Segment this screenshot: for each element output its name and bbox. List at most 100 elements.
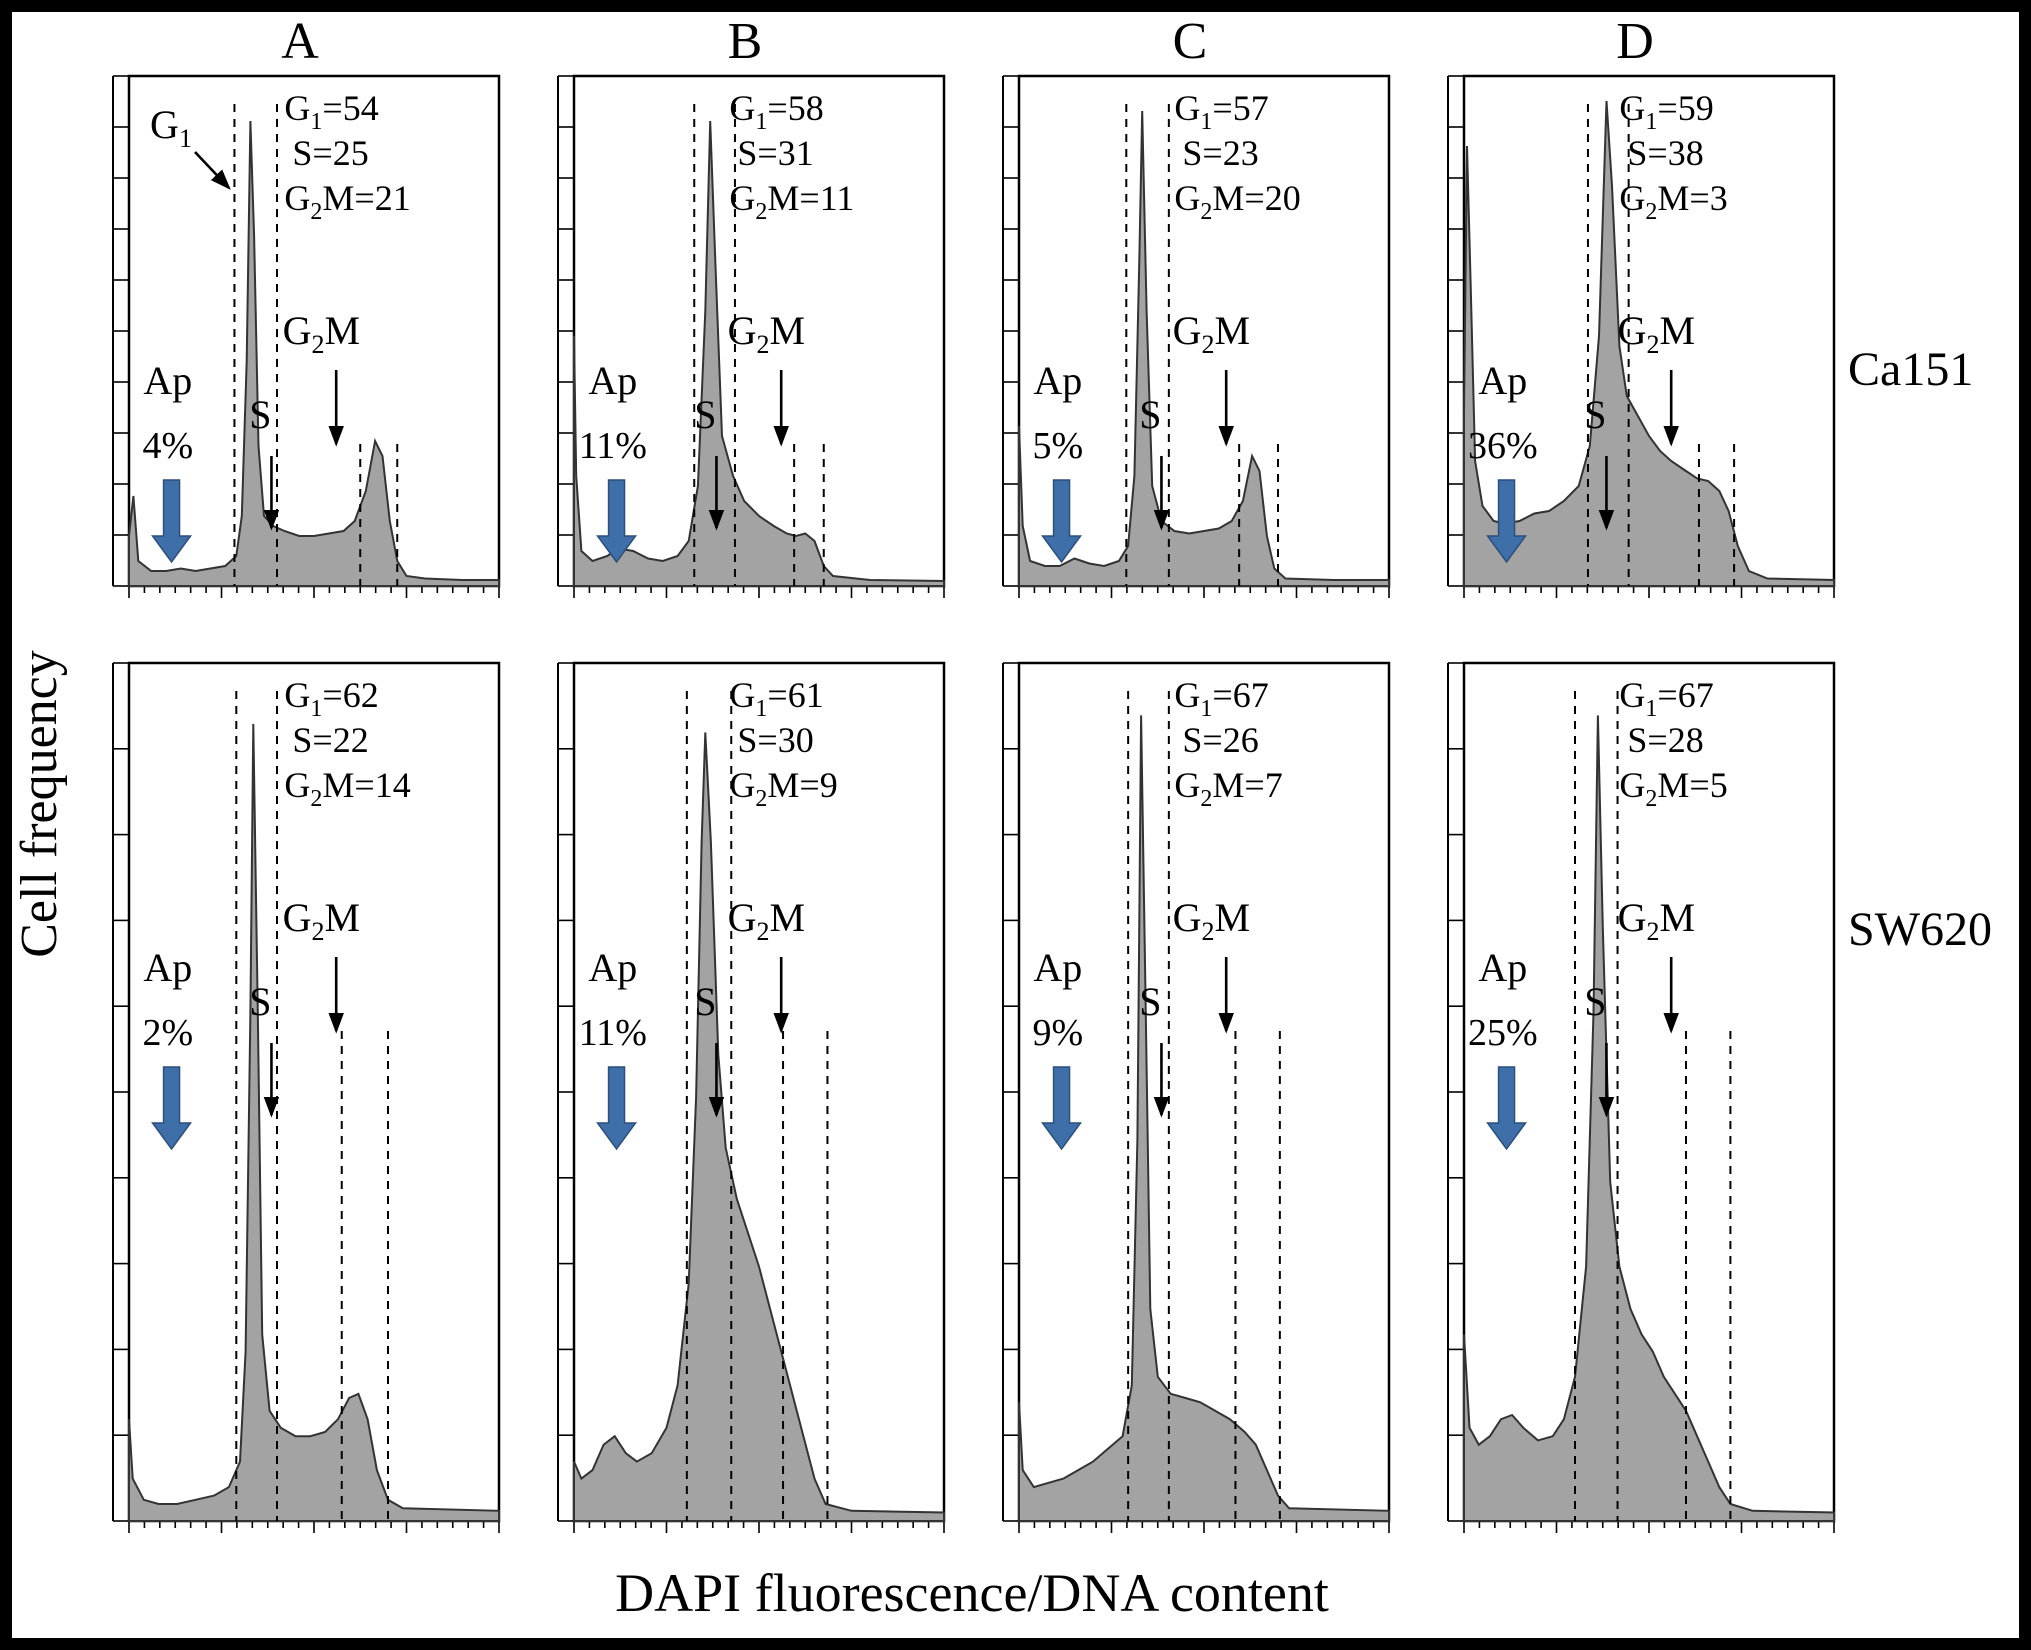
row-label-ca151: Ca151 [1848, 343, 1974, 396]
stat-g2m: G2M=5 [1619, 765, 1727, 812]
g1-pointer-arrow [194, 151, 231, 190]
label-g2m: G2M [1173, 895, 1250, 946]
stat-s: S=38 [1627, 133, 1703, 173]
stat-g2m: G2M=14 [284, 765, 410, 812]
stat-g2m: G2M=7 [1174, 765, 1282, 812]
y-axis-ticks [558, 75, 574, 587]
x-axis-ticks [1018, 1521, 1390, 1533]
label-ap-percent: 5% [1033, 425, 1084, 467]
plot-frame [572, 74, 946, 588]
label-g1-pointer: G1 [150, 102, 192, 153]
label-g2m: G2M [728, 308, 805, 359]
apoptosis-arrow-icon [1041, 1066, 1083, 1151]
stat-g1: G1=61 [729, 675, 823, 722]
label-ap-percent: 11% [579, 1012, 647, 1054]
label-ap: Ap [588, 945, 637, 990]
label-s: S [694, 392, 716, 437]
stat-s: S=28 [1627, 720, 1703, 760]
label-ap: Ap [143, 358, 192, 403]
label-s: S [694, 979, 716, 1024]
stat-g2m: G2M=3 [1619, 178, 1727, 225]
stat-g1: G1=58 [729, 88, 823, 135]
label-g2m: G2M [728, 895, 805, 946]
label-ap-percent: 25% [1468, 1012, 1538, 1054]
apoptosis-arrow-icon [1486, 479, 1528, 564]
stat-g1: G1=62 [284, 675, 378, 722]
stat-s: S=23 [1182, 133, 1258, 173]
label-s: S [1584, 979, 1606, 1024]
x-axis-label: DAPI fluorescence/DNA content [615, 1563, 1329, 1623]
label-ap-percent: 4% [143, 425, 194, 467]
stat-s: S=31 [737, 133, 813, 173]
label-g2m: G2M [1618, 308, 1695, 359]
stat-g2m: G2M=20 [1174, 178, 1300, 225]
label-ap: Ap [1478, 945, 1527, 990]
x-axis-ticks [1463, 586, 1835, 598]
stat-g2m: G2M=9 [729, 765, 837, 812]
apoptosis-arrow-icon [151, 479, 193, 564]
label-s: S [1584, 392, 1606, 437]
plot-frame [127, 74, 501, 588]
label-s: S [1139, 979, 1161, 1024]
y-axis-ticks [113, 75, 129, 587]
label-ap-percent: 2% [143, 1012, 194, 1054]
x-axis-ticks [573, 1521, 945, 1533]
stat-g1: G1=59 [1619, 88, 1713, 135]
apoptosis-arrow-icon [1041, 479, 1083, 564]
label-s: S [249, 979, 271, 1024]
label-s: S [1139, 392, 1161, 437]
stat-g1: G1=57 [1174, 88, 1268, 135]
y-axis-ticks [1003, 75, 1019, 587]
y-axis-ticks [1003, 662, 1019, 1522]
y-axis-ticks [1448, 662, 1464, 1522]
label-s: S [249, 392, 271, 437]
x-axis-ticks [1018, 586, 1390, 598]
plot-frame [1017, 661, 1391, 1523]
label-ap-percent: 9% [1033, 1012, 1084, 1054]
label-ap: Ap [1033, 945, 1082, 990]
y-axis-ticks [113, 662, 129, 1522]
x-axis-ticks [1463, 1521, 1835, 1533]
stat-s: S=22 [292, 720, 368, 760]
row-label-sw620: SW620 [1848, 903, 1992, 956]
y-axis-ticks [558, 662, 574, 1522]
x-axis-ticks [128, 1521, 500, 1533]
column-header-c: C [1172, 13, 1208, 70]
stat-g1: G1=67 [1619, 675, 1713, 722]
stat-s: S=25 [292, 133, 368, 173]
y-axis-label: Cell frequency [11, 650, 68, 958]
stat-g1: G1=67 [1174, 675, 1268, 722]
label-ap-percent: 11% [579, 425, 647, 467]
stat-g1: G1=54 [284, 88, 378, 135]
apoptosis-arrow-icon [151, 1066, 193, 1151]
plot-frame [1017, 74, 1391, 588]
label-g2m: G2M [1618, 895, 1695, 946]
apoptosis-arrow-icon [1486, 1066, 1528, 1151]
label-g2m: G2M [1173, 308, 1250, 359]
label-ap: Ap [588, 358, 637, 403]
label-ap-percent: 36% [1468, 425, 1538, 467]
histogram-curve [573, 732, 945, 1522]
label-ap: Ap [1033, 358, 1082, 403]
y-axis-ticks [1448, 75, 1464, 587]
stat-g2m: G2M=21 [284, 178, 410, 225]
x-axis-ticks [573, 586, 945, 598]
histogram-curve [1018, 110, 1390, 587]
histogram-curve [128, 723, 500, 1522]
apoptosis-arrow-icon [596, 479, 638, 564]
apoptosis-arrow-icon [596, 1066, 638, 1151]
stat-g2m: G2M=11 [729, 178, 854, 225]
